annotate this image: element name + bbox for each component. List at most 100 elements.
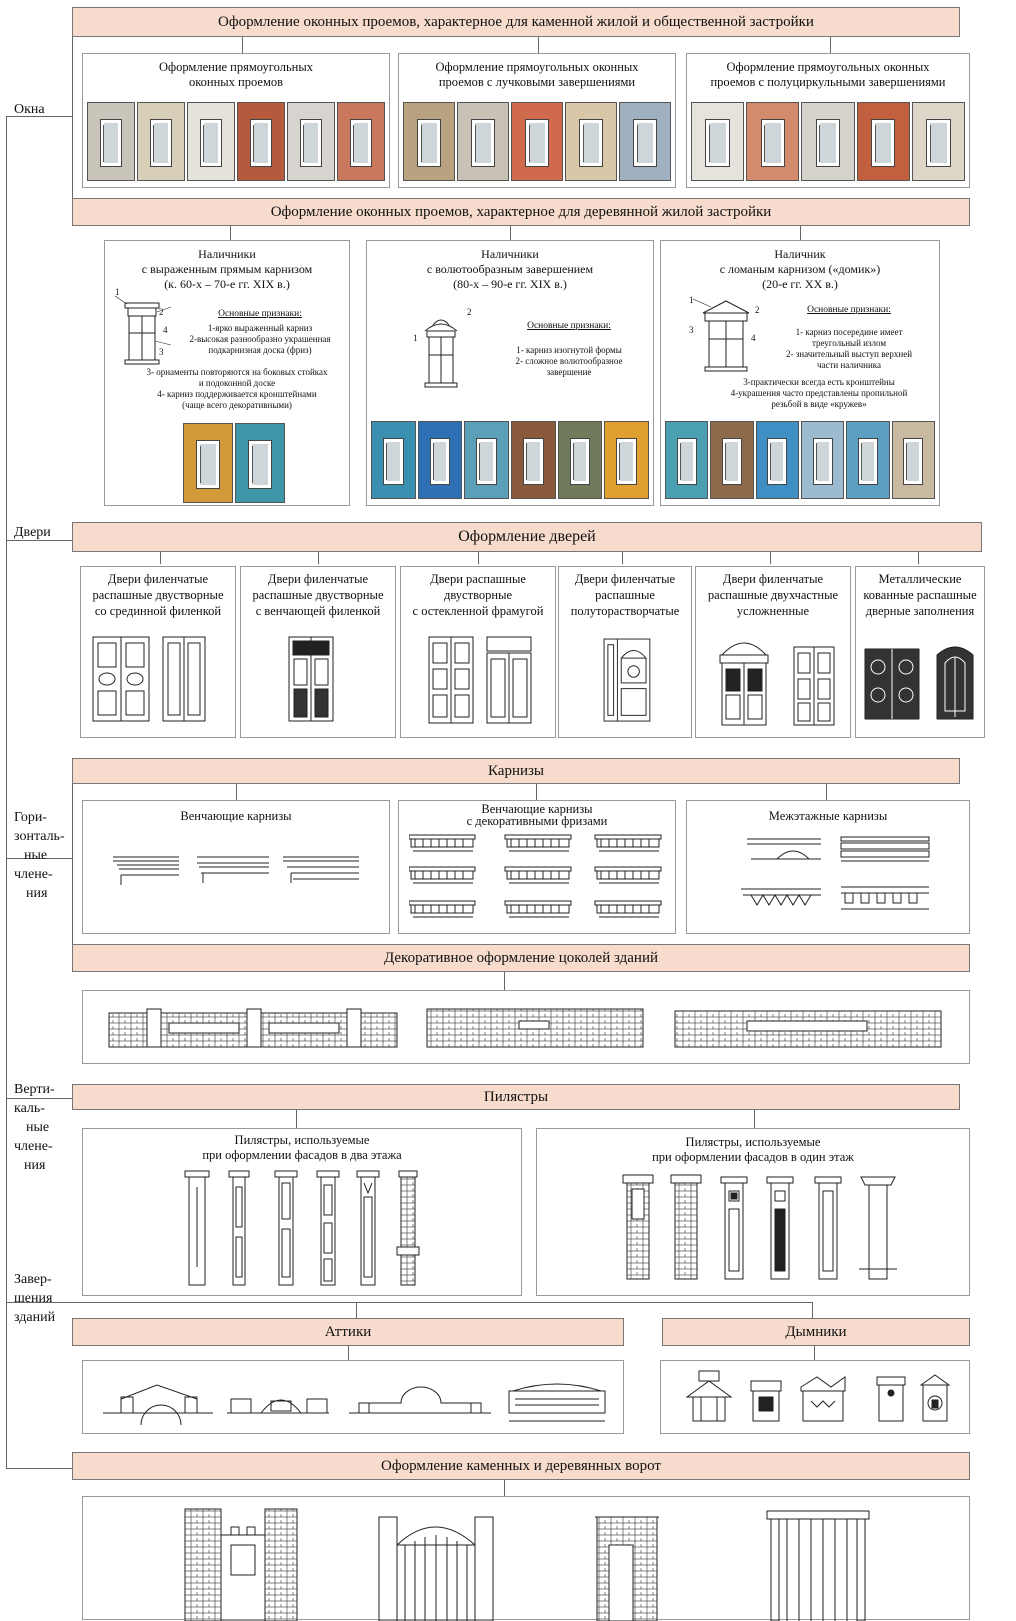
panel-door-type: Двери филенчатыераспашные двустворныесо … <box>80 566 236 738</box>
signs-list: Основные признаки: 1- карниз изогнутой ф… <box>485 321 653 378</box>
window-photo <box>619 102 671 181</box>
callout-number: 2 <box>467 307 472 317</box>
window-photo <box>857 102 910 181</box>
panel-title: Межэтажные карнизы <box>687 809 969 824</box>
window-photo <box>403 102 455 181</box>
callout-number: 1 <box>115 287 120 297</box>
signs-title: Основные признаки: <box>171 309 349 320</box>
panel-title-line: при оформлении фасадов в один этаж <box>537 1150 969 1165</box>
panel-title: Пилястры, используемые при оформлении фа… <box>537 1135 969 1165</box>
casing-photo <box>710 421 753 499</box>
panel-title-line: Наличники <box>367 247 653 262</box>
panel-title-line: с выраженным прямым карнизом <box>105 262 349 277</box>
plinth-header: Декоративное оформление цоколей зданий <box>72 944 970 972</box>
panel-title-line: со срединной филенкой <box>81 603 235 619</box>
casing-photo <box>756 421 799 499</box>
panel-title: Венчающие карнизы с декоративными фризам… <box>399 803 675 827</box>
panel-title-line: с волютообразным завершением <box>367 262 653 277</box>
panel-title-line: проемов с лучковыми завершениями <box>399 75 675 90</box>
frieze-cornice-drawings <box>409 833 669 929</box>
panel-title: Оформление прямоугольных оконных проемов… <box>399 60 675 90</box>
casing-photo <box>846 421 889 499</box>
panel-title-line: (80-х – 90-е гг. XIX в.) <box>367 277 653 292</box>
connector <box>318 552 319 564</box>
panel-title-line: полуторастворчатые <box>559 603 691 619</box>
panel-door-type: Двери филенчатыераспашные двухчастныеусл… <box>695 566 851 738</box>
side-label-horizontal-line: Гори- <box>14 808 65 827</box>
signs-title: Основные признаки: <box>759 305 939 316</box>
connector <box>236 784 237 800</box>
chimney-drawings <box>679 1367 959 1429</box>
sign-item: 1-ярко выраженный карниз <box>171 323 349 334</box>
callout-number: 3 <box>689 325 694 335</box>
panel-title-line: двустворные <box>401 587 555 603</box>
panel-two-storey-pilasters: Пилястры, используемые при оформлении фа… <box>82 1128 522 1296</box>
panel-title-line: при оформлении фасадов в два этажа <box>83 1148 521 1163</box>
panel-title-line: (к. 60-х – 70-е гг. XIX в.) <box>105 277 349 292</box>
plinth-drawings <box>107 1005 947 1049</box>
casing-photo <box>235 423 285 503</box>
panel-title: Металлическиекованные распашныедверные з… <box>856 571 984 619</box>
pilasters-header: Пилястры <box>72 1084 960 1110</box>
connector <box>826 784 827 800</box>
panel-frieze-cornices: Венчающие карнизы с декоративными фризам… <box>398 800 676 934</box>
panel-title-line: (20-е гг. XX в.) <box>661 277 939 292</box>
sign-item: 4- карниз поддерживается кронштейнами <box>125 389 349 400</box>
callout-number: 4 <box>163 325 168 335</box>
panel-title-line: Металлические <box>856 571 984 587</box>
panel-title-line: Двери филенчатые <box>559 571 691 587</box>
panel-title-line: распашные <box>559 587 691 603</box>
photo-strip <box>665 421 935 499</box>
sign-item: и подоконной доске <box>125 378 349 389</box>
pilaster-drawings-two-storey <box>179 1167 439 1289</box>
attic-drawings <box>101 1369 611 1429</box>
side-label-vertical-line: каль- <box>14 1099 55 1118</box>
signs-list: Основные признаки: 1- карниз посередине … <box>759 305 939 371</box>
connector <box>754 1110 755 1128</box>
casing-photo <box>371 421 416 499</box>
connector <box>230 226 231 240</box>
sign-item: 3- орнаменты повторяются на боковых стой… <box>125 367 349 378</box>
casing-photo <box>183 423 233 503</box>
connector <box>160 552 161 564</box>
connector <box>536 784 537 800</box>
panel-title: Наличники с волютообразным завершением (… <box>367 247 653 292</box>
panel-title: Оформление прямоугольных оконных проемов… <box>687 60 969 90</box>
sign-item: части наличника <box>759 360 939 371</box>
connector <box>510 226 511 240</box>
panel-title: Двери филенчатыераспашные двустворныесо … <box>81 571 235 619</box>
side-label-horizontal-line: ния <box>14 884 65 903</box>
side-label-vertical-line: ния <box>14 1156 55 1175</box>
panel-semicircular-windows: Оформление прямоугольных оконных проемов… <box>686 53 970 188</box>
wood-windows-header: Оформление оконных проемов, характерное … <box>72 198 970 226</box>
connector <box>770 552 771 564</box>
pilaster-drawings-one-storey <box>619 1173 899 1285</box>
panel-title: Двери филенчатыераспашные двустворныес в… <box>241 571 395 619</box>
sign-item: 4-украшения часто представлены пропильно… <box>701 388 937 399</box>
door-drawing <box>406 633 552 729</box>
gate-drawings <box>179 1505 879 1621</box>
sign-item: 2-высокая разнообразно украшенная <box>171 334 349 345</box>
panel-title-line: Пилястры, используемые <box>83 1133 521 1148</box>
callout-number: 3 <box>159 347 164 357</box>
photo-strip <box>87 102 385 181</box>
attics-header: Аттики <box>72 1318 624 1346</box>
casing-photo <box>665 421 708 499</box>
sign-item: резьбой в виде «кружев» <box>701 399 937 410</box>
side-label-roof-line: Завер- <box>14 1270 55 1289</box>
panel-title-line: Двери филенчатые <box>81 571 235 587</box>
connector <box>348 1346 349 1360</box>
panel-one-storey-pilasters: Пилястры, используемые при оформлении фа… <box>536 1128 970 1296</box>
door-drawing <box>861 633 981 729</box>
sign-item: 1- карниз изогнутой формы <box>485 345 653 356</box>
panel-title-line: Оформление прямоугольных <box>83 60 389 75</box>
panel-attics <box>82 1360 624 1434</box>
connector <box>800 226 801 240</box>
connector <box>504 972 505 990</box>
panel-title-line: дверные заполнения <box>856 603 984 619</box>
interfloor-cornice-drawings <box>737 835 937 927</box>
